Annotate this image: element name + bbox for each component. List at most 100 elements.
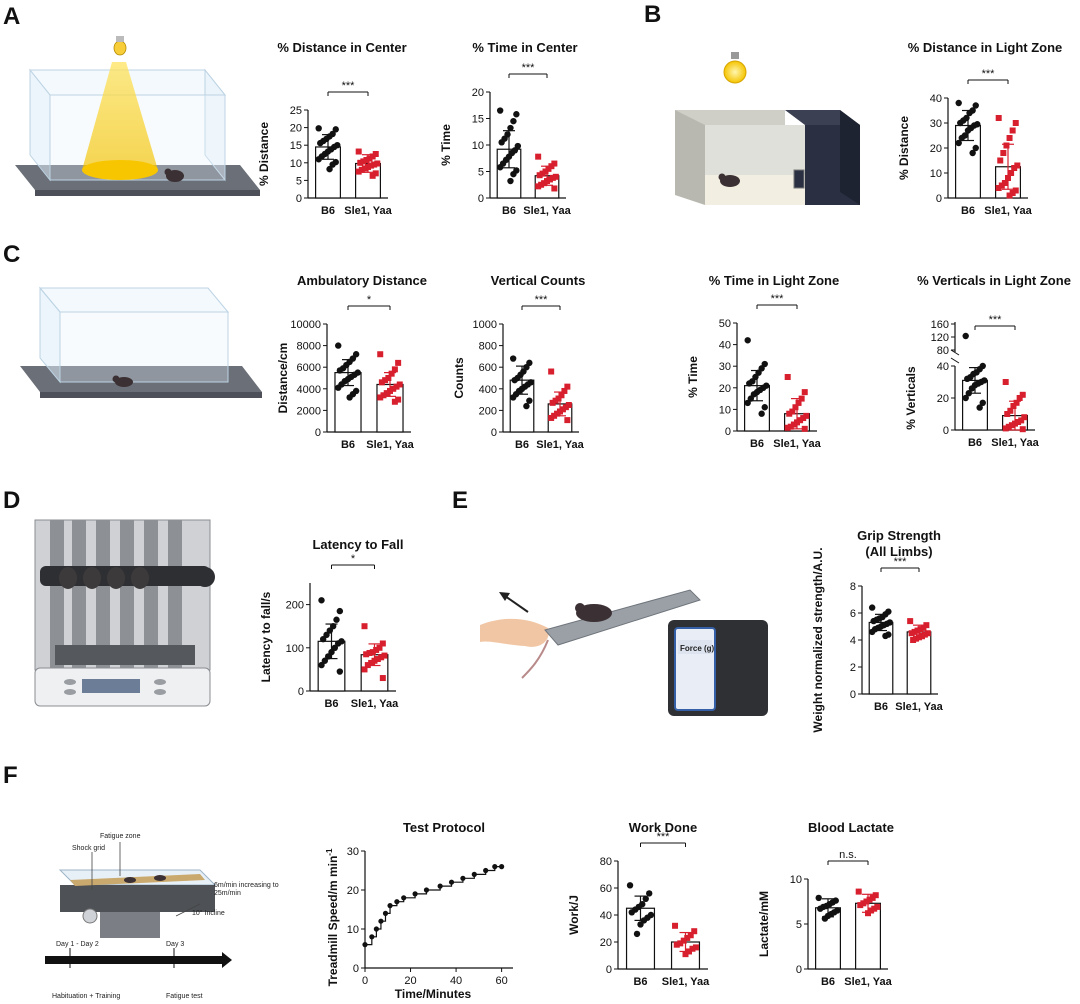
data-point-b6 xyxy=(955,139,962,147)
y-tick-label: 20 xyxy=(600,937,612,949)
data-point-sle1-yaa xyxy=(1019,426,1026,433)
data-point-b6 xyxy=(868,604,876,611)
data-point-b6 xyxy=(815,894,822,902)
data-point-b6 xyxy=(333,616,340,623)
data-point-sle1-yaa xyxy=(865,910,871,917)
y-tick-label: 20 xyxy=(472,87,484,99)
y-tick-label: 5 xyxy=(296,175,302,187)
data-point-sle1-yaa xyxy=(536,172,543,179)
data-point-sle1-yaa xyxy=(682,951,689,958)
data-point-sle1-yaa xyxy=(866,896,873,903)
data-point-sle1-yaa xyxy=(391,398,398,405)
data-point-b6 xyxy=(511,376,518,384)
series-point xyxy=(492,864,498,870)
data-point-sle1-yaa xyxy=(379,675,386,682)
data-point-b6 xyxy=(958,134,965,142)
panel-label-b: B xyxy=(644,1,661,28)
y-tick-label: 20 xyxy=(930,143,942,155)
data-point-b6 xyxy=(328,648,335,656)
data-point-sle1-yaa xyxy=(561,387,568,394)
y-tick-label: 10 xyxy=(472,140,484,152)
series-point xyxy=(423,887,430,893)
data-point-b6 xyxy=(966,109,973,117)
y-tick-label: 800 xyxy=(479,341,497,353)
data-point-b6 xyxy=(979,399,986,406)
data-point-b6 xyxy=(321,657,329,664)
y-tick-label: 0 xyxy=(298,686,304,698)
data-point-sle1-yaa xyxy=(551,185,558,192)
data-point-sle1-yaa xyxy=(535,153,542,160)
significance-label: *** xyxy=(342,80,356,92)
incline-label: 10° Incline xyxy=(192,909,225,917)
x-category-label: B6 xyxy=(633,976,647,988)
data-point-sle1-yaa xyxy=(995,185,1002,191)
y-tick-label: 20 xyxy=(937,393,949,405)
data-point-sle1-yaa xyxy=(374,160,381,167)
data-point-b6 xyxy=(744,337,751,344)
data-point-sle1-yaa xyxy=(689,945,696,952)
data-point-b6 xyxy=(331,644,339,651)
data-point-sle1-yaa xyxy=(390,385,397,392)
x-category-label: B6 xyxy=(968,437,982,449)
y-tick-label: 600 xyxy=(479,362,497,374)
data-point-sle1-yaa xyxy=(380,392,387,399)
chart-c2: Vertical Counts02004006008001000CountsB6… xyxy=(452,273,585,451)
significance-label: *** xyxy=(982,68,996,80)
chart-c4: % Verticals in Light Zone0204080120160% … xyxy=(904,273,1071,449)
data-point-b6 xyxy=(498,139,505,146)
data-point-b6 xyxy=(972,102,979,109)
x-tick-label: 60 xyxy=(495,975,507,987)
significance-label: *** xyxy=(657,831,671,843)
data-point-sle1-yaa xyxy=(684,934,691,941)
data-point-b6 xyxy=(976,404,983,411)
data-point-sle1-yaa xyxy=(1001,180,1008,186)
data-point-sle1-yaa xyxy=(548,368,555,375)
x-category-label: Sle1, Yaa xyxy=(662,976,710,988)
data-point-sle1-yaa xyxy=(372,170,379,177)
y-axis-label: Distance/cm xyxy=(276,343,290,414)
x-category-label: B6 xyxy=(324,698,338,710)
data-point-b6 xyxy=(964,127,972,134)
data-point-b6 xyxy=(507,124,514,132)
data-point-sle1-yaa xyxy=(1012,120,1019,126)
data-point-sle1-yaa xyxy=(1014,162,1021,169)
data-point-sle1-yaa xyxy=(794,419,800,426)
data-point-sle1-yaa xyxy=(363,651,370,658)
y-axis-label: % Verticals xyxy=(904,366,918,430)
data-point-sle1-yaa xyxy=(1015,419,1022,425)
data-point-sle1-yaa xyxy=(998,182,1005,189)
y-tick-label: 30 xyxy=(719,361,731,373)
data-point-b6 xyxy=(329,623,337,630)
data-point-sle1-yaa xyxy=(368,162,375,169)
y-tick-label: 6000 xyxy=(297,362,321,374)
data-point-b6 xyxy=(509,394,517,401)
chart-title: % Verticals in Light Zone xyxy=(917,273,1071,288)
y-axis-label: Weight normalized strength/A.U. xyxy=(811,547,825,732)
data-point-b6 xyxy=(968,385,976,392)
y-tick-label: 10 xyxy=(347,924,359,936)
data-point-b6 xyxy=(318,661,325,669)
data-point-sle1-yaa xyxy=(377,394,384,401)
y-tick-label: 0 xyxy=(606,964,612,976)
series-point xyxy=(401,895,407,901)
data-point-sle1-yaa xyxy=(1010,403,1017,409)
data-point-sle1-yaa xyxy=(784,424,791,431)
y-axis-label: % Distance xyxy=(257,122,271,186)
y-tick-label: 2 xyxy=(850,662,856,674)
y-axis-label: % Time xyxy=(439,124,453,166)
series-point xyxy=(448,879,455,885)
y-tick-label: 120 xyxy=(931,332,949,344)
y-tick-label: 20 xyxy=(719,383,731,395)
data-point-b6 xyxy=(955,99,962,107)
data-point-sle1-yaa xyxy=(1006,135,1013,141)
y-tick-label: 4000 xyxy=(297,384,321,396)
chart-title: Grip Strength xyxy=(857,528,941,543)
data-point-sle1-yaa xyxy=(784,374,791,380)
significance-label: *** xyxy=(771,293,785,305)
series-point xyxy=(369,934,375,940)
y-tick-label: 40 xyxy=(719,340,731,352)
data-point-b6 xyxy=(315,156,322,163)
data-point-sle1-yaa xyxy=(382,377,389,384)
y-tick-label: 160 xyxy=(931,319,949,331)
